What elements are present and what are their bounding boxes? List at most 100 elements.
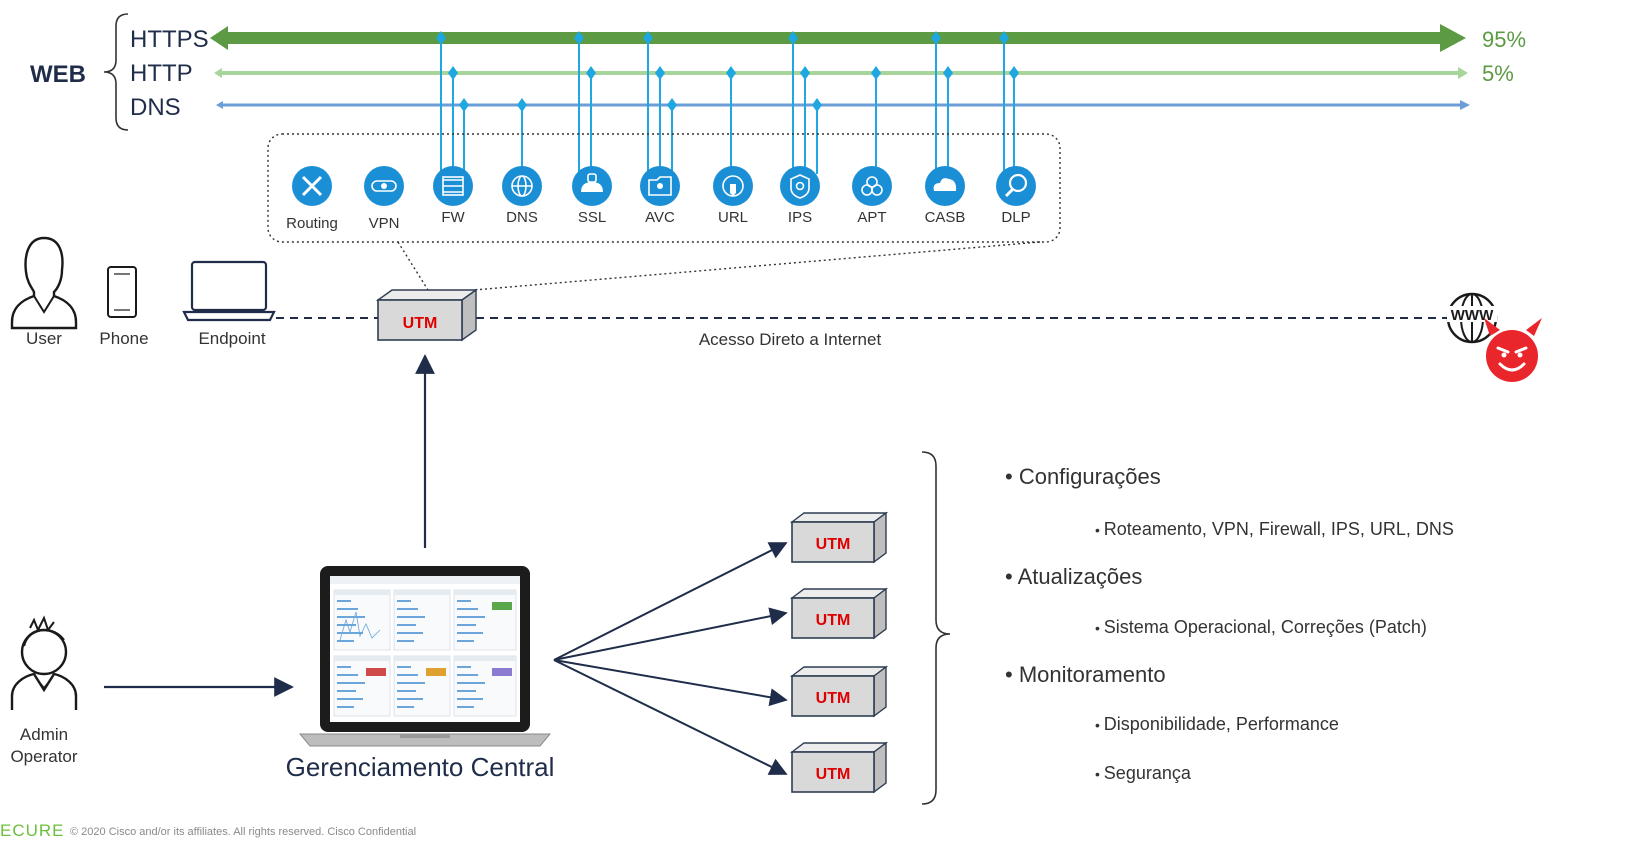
endpoint-label: Endpoint bbox=[198, 329, 265, 348]
tap-point bbox=[459, 98, 469, 112]
devil-horn-right-icon bbox=[1526, 318, 1542, 336]
services-callout bbox=[267, 133, 1061, 243]
http-share: 5% bbox=[1482, 61, 1514, 86]
task-updates-title: • Atualizações bbox=[1005, 564, 1142, 589]
user-person: User bbox=[10, 236, 78, 348]
internet-threat: WWW bbox=[1446, 292, 1542, 382]
managed-utm: UTM bbox=[789, 587, 889, 640]
web-label: WEB bbox=[30, 61, 86, 88]
tap-point bbox=[436, 31, 446, 45]
tap-point bbox=[999, 31, 1009, 45]
service-label: DLP bbox=[1001, 209, 1030, 226]
managed-utm-links bbox=[553, 542, 788, 775]
https-share: 95% bbox=[1482, 27, 1526, 52]
service-casb: CASB bbox=[925, 166, 966, 226]
phone-device: Phone bbox=[99, 266, 149, 348]
protocol-dns-label: DNS bbox=[130, 94, 181, 121]
service-label: Routing bbox=[286, 215, 338, 232]
service-label: SSL bbox=[578, 209, 606, 226]
tap-point bbox=[655, 66, 665, 80]
task-monitoring-title: • Monitoramento bbox=[1005, 662, 1166, 687]
http-arrow-tail bbox=[214, 68, 222, 78]
operator-label-line1: Admin bbox=[20, 725, 68, 744]
user-icon bbox=[10, 236, 78, 330]
web-group: WEB HTTPS HTTP DNS bbox=[30, 13, 209, 131]
tap-point bbox=[667, 98, 677, 112]
www-text: WWW bbox=[1451, 307, 1494, 324]
dashboard-thumbnail bbox=[333, 589, 517, 717]
tap-point bbox=[812, 98, 822, 112]
task-config-detail: • Roteamento, VPN, Firewall, IPS, URL, D… bbox=[1095, 519, 1454, 539]
dlp-icon bbox=[996, 166, 1036, 206]
tap-point bbox=[788, 31, 798, 45]
fanout-arrow bbox=[553, 659, 788, 775]
service-label: AVC bbox=[645, 209, 675, 226]
tap-point bbox=[643, 31, 653, 45]
service-ips: IPS bbox=[780, 166, 820, 226]
phone-icon bbox=[107, 266, 137, 318]
internet-link-label: Acesso Direto a Internet bbox=[699, 330, 882, 349]
service-dlp: DLP bbox=[996, 166, 1036, 226]
tap-point bbox=[871, 66, 881, 80]
traffic-lines: 95% 5% bbox=[210, 24, 1526, 110]
service-label: APT bbox=[857, 209, 886, 226]
managed-utms: UTM UTM UTM UTM bbox=[789, 511, 889, 794]
tap-point bbox=[726, 66, 736, 80]
service-label: DNS bbox=[506, 209, 538, 226]
security-services: Routing VPN FW DNS SSL AVC URL IPS APT CASB DLP bbox=[286, 166, 1036, 232]
laptop-icon bbox=[190, 260, 268, 312]
service-label: IPS bbox=[788, 209, 812, 226]
dns-arrow-tail bbox=[216, 101, 223, 109]
fanout-arrow bbox=[553, 659, 788, 707]
service-label: URL bbox=[718, 209, 748, 226]
footer: ECURE © 2020 Cisco and/or its affiliates… bbox=[0, 821, 416, 840]
dns-arrow-head bbox=[1460, 100, 1470, 110]
web-brace bbox=[103, 13, 129, 131]
branch-utm-label: UTM bbox=[403, 315, 438, 332]
footer-brand: ECURE bbox=[0, 821, 65, 840]
footer-copyright: © 2020 Cisco and/or its affiliates. All … bbox=[70, 826, 416, 838]
tap-point bbox=[586, 66, 596, 80]
managed-utm-label: UTM bbox=[816, 766, 851, 783]
service-dns: DNS bbox=[502, 166, 542, 226]
management-tasks: • Configurações • Roteamento, VPN, Firew… bbox=[1005, 464, 1454, 783]
managed-utm-label: UTM bbox=[816, 690, 851, 707]
callout-pointer-right bbox=[473, 241, 1041, 291]
tap-point bbox=[517, 98, 527, 112]
task-monitoring-detail: • Disponibilidade, Performance bbox=[1095, 714, 1339, 734]
service-fw: FW bbox=[433, 166, 473, 226]
managed-utm: UTM bbox=[789, 511, 889, 564]
tap-point bbox=[943, 66, 953, 80]
task-security-detail: • Segurança bbox=[1095, 763, 1192, 783]
tap-point bbox=[1009, 66, 1019, 80]
service-avc: AVC bbox=[640, 166, 680, 226]
fanout-arrow bbox=[553, 542, 788, 661]
protocol-http-label: HTTP bbox=[130, 60, 193, 87]
https-traffic-arrow bbox=[210, 24, 1466, 52]
service-url: URL bbox=[713, 166, 753, 226]
callout-pointer-left bbox=[397, 241, 429, 291]
user-label: User bbox=[26, 329, 62, 348]
protocol-https-label: HTTPS bbox=[130, 26, 209, 53]
service-label: CASB bbox=[925, 209, 966, 226]
service-label: VPN bbox=[369, 215, 400, 232]
tap-point bbox=[931, 31, 941, 45]
managed-utm-label: UTM bbox=[816, 536, 851, 553]
console-label: Gerenciamento Central bbox=[286, 752, 555, 782]
managed-utm-label: UTM bbox=[816, 612, 851, 629]
devil-horn-left-icon bbox=[1484, 318, 1500, 336]
task-config-title: • Configurações bbox=[1005, 464, 1161, 489]
fanout-arrow bbox=[553, 607, 788, 661]
tap-point bbox=[448, 66, 458, 80]
user-collar-icon bbox=[33, 295, 55, 314]
tasks-brace bbox=[921, 451, 951, 805]
biohazard-icon bbox=[852, 166, 892, 206]
endpoint-device: Endpoint bbox=[182, 260, 276, 348]
tap-point bbox=[574, 31, 584, 45]
service-routing: Routing bbox=[286, 166, 338, 232]
operator-label-line2: Operator bbox=[10, 747, 77, 766]
service-ssl: SSL bbox=[572, 166, 612, 226]
tap-point bbox=[800, 66, 810, 80]
managed-utm: UTM bbox=[789, 665, 889, 718]
